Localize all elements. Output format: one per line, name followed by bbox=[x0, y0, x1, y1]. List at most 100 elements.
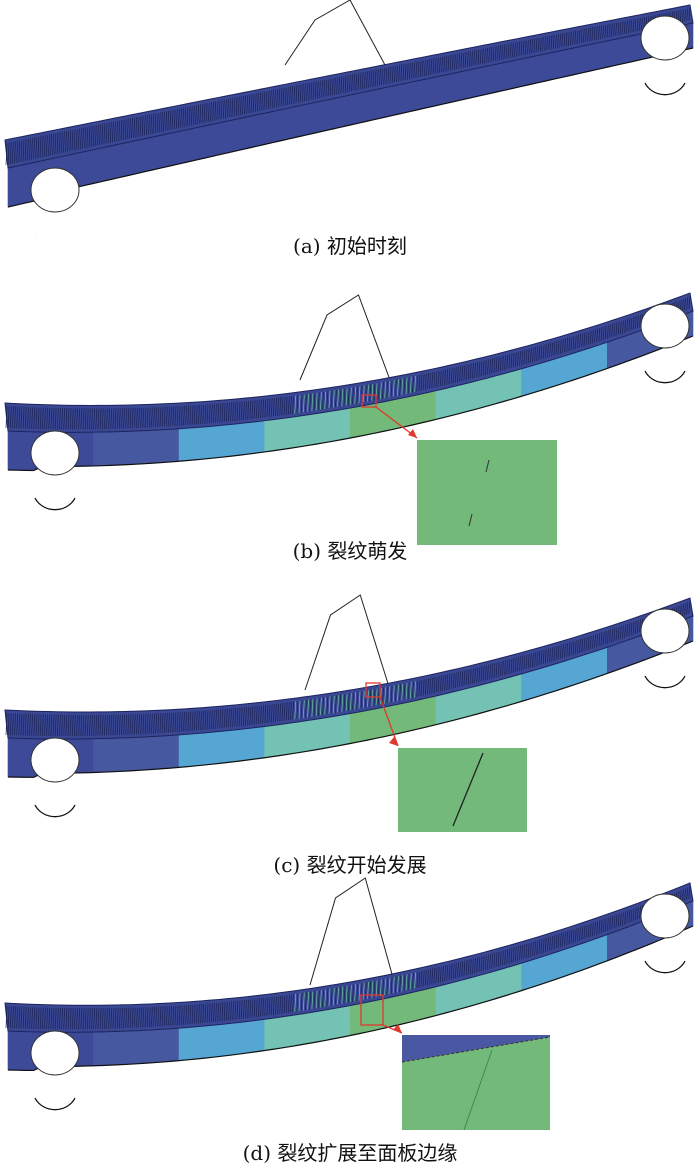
beam-rib bbox=[429, 372, 431, 389]
beam-rib bbox=[247, 706, 250, 726]
beam-rib bbox=[346, 75, 349, 93]
beam-rib bbox=[568, 642, 571, 657]
beam-rib bbox=[140, 1007, 143, 1028]
beam-rib bbox=[574, 30, 577, 45]
beam-rib bbox=[281, 995, 284, 1014]
beam-rib bbox=[76, 714, 78, 736]
beam-rib bbox=[248, 94, 251, 114]
beam-rib bbox=[97, 408, 100, 430]
beam-rib bbox=[67, 130, 70, 152]
beam-rib bbox=[185, 1005, 187, 1025]
beam-rib bbox=[583, 637, 586, 652]
beam-rib bbox=[217, 709, 220, 729]
beam-rib bbox=[178, 712, 181, 732]
beam-rib bbox=[619, 626, 622, 640]
beam-rib bbox=[225, 99, 227, 119]
beam-rib bbox=[615, 914, 618, 928]
beam-rib bbox=[444, 965, 446, 982]
beam-rib bbox=[552, 34, 555, 49]
beam-rib bbox=[488, 47, 491, 63]
beam-rib bbox=[439, 675, 442, 692]
beam-rib bbox=[146, 1007, 149, 1028]
beam-rib bbox=[594, 329, 596, 343]
beam-rib bbox=[308, 82, 311, 101]
beam-rib bbox=[473, 50, 476, 66]
beam-rib bbox=[463, 670, 466, 686]
beam-rib bbox=[188, 106, 191, 126]
beam-rib bbox=[41, 407, 44, 430]
beam-rib bbox=[126, 118, 129, 140]
beam-rib bbox=[204, 1003, 207, 1023]
beam-rib bbox=[622, 625, 624, 639]
beam-rib bbox=[508, 948, 511, 964]
beam-rib bbox=[337, 987, 339, 1005]
beam-rib bbox=[436, 57, 439, 74]
beam-rib bbox=[52, 1007, 55, 1030]
beam-rib bbox=[557, 33, 559, 48]
beam-rib bbox=[594, 634, 596, 648]
beam-rib bbox=[264, 704, 267, 724]
beam-rib bbox=[65, 714, 68, 736]
support-roller-left bbox=[30, 1030, 80, 1076]
beam-rib bbox=[251, 400, 254, 419]
beam-rib bbox=[574, 335, 577, 350]
beam-rib bbox=[244, 95, 246, 115]
caption-b: (b) 裂纹萌发 bbox=[292, 539, 408, 563]
beam-rib bbox=[397, 379, 399, 396]
beam-rib bbox=[243, 401, 245, 420]
beam-rib bbox=[320, 697, 322, 716]
beam-rib bbox=[262, 399, 264, 418]
beam-rib bbox=[401, 378, 404, 395]
beam-rib bbox=[123, 714, 125, 735]
beam-rib bbox=[566, 931, 569, 946]
beam-rib bbox=[553, 646, 556, 661]
beam-rib bbox=[634, 315, 637, 329]
beam-rib bbox=[499, 661, 502, 677]
beam-rib bbox=[292, 994, 294, 1013]
beam-rib bbox=[20, 406, 23, 429]
beam-rib bbox=[469, 51, 471, 67]
beam-rib bbox=[253, 706, 256, 725]
beam-rib bbox=[688, 296, 691, 309]
beam-rib bbox=[12, 141, 14, 164]
beam-rib bbox=[480, 956, 483, 972]
beam-rib bbox=[170, 712, 172, 733]
beam-rib bbox=[630, 909, 633, 923]
beam-rib bbox=[298, 993, 301, 1012]
beam-rib bbox=[320, 392, 322, 410]
beam-rib bbox=[688, 886, 691, 899]
beam-rib bbox=[414, 681, 416, 698]
beam-rib bbox=[430, 58, 433, 75]
beam-rib bbox=[324, 391, 327, 409]
beam-rib bbox=[208, 1003, 211, 1023]
beam-rib bbox=[52, 714, 55, 736]
beam-rib bbox=[222, 99, 225, 119]
beam-rib bbox=[544, 36, 546, 51]
beam-rib bbox=[296, 701, 299, 719]
beam-rib bbox=[375, 980, 378, 997]
beam-rib bbox=[287, 396, 290, 415]
beam-rib bbox=[84, 408, 87, 430]
beam-rib bbox=[476, 957, 479, 973]
beam-rib bbox=[514, 657, 517, 673]
beam-rib bbox=[121, 1007, 123, 1029]
beam-rib bbox=[454, 54, 456, 70]
beam-rib bbox=[532, 652, 534, 668]
beam-rib bbox=[400, 64, 403, 81]
beam-rib bbox=[166, 712, 168, 733]
beam-rib bbox=[16, 140, 18, 163]
beam-rib bbox=[331, 78, 334, 96]
beam-rib bbox=[555, 934, 558, 949]
beam-rib bbox=[508, 659, 511, 674]
beam-rib bbox=[106, 408, 108, 429]
beam-rib bbox=[33, 137, 35, 160]
beam-rib bbox=[522, 40, 525, 56]
beam-rib bbox=[405, 682, 408, 700]
beam-rib bbox=[136, 714, 138, 735]
beam-rib bbox=[322, 391, 324, 410]
beam-rib bbox=[358, 983, 361, 1001]
beam-rib bbox=[151, 407, 153, 428]
beam-rib bbox=[304, 83, 306, 102]
beam-rib bbox=[347, 693, 350, 711]
beam-rib bbox=[506, 354, 509, 370]
